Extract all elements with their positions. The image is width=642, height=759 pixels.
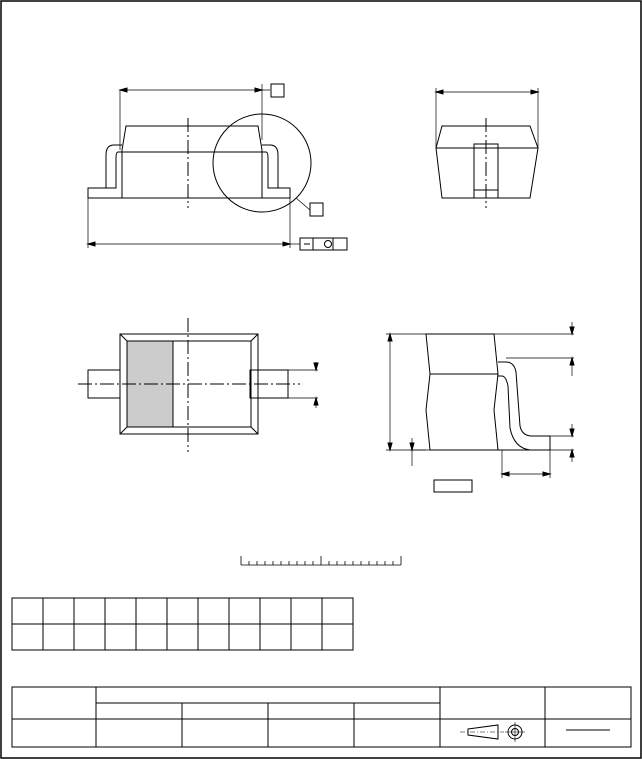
title-block-frame xyxy=(11,686,632,748)
feature-control-frame xyxy=(299,237,348,251)
datum-box-a xyxy=(270,83,285,98)
detail-view xyxy=(386,322,575,493)
first-angle-projection-icon xyxy=(460,722,525,742)
detail-circle xyxy=(212,113,312,213)
front-left-lead xyxy=(87,144,122,199)
datum-box-b xyxy=(309,202,324,217)
dimension-table xyxy=(11,597,354,651)
title-block xyxy=(11,686,632,748)
detail-lead xyxy=(498,361,551,451)
side-view xyxy=(434,88,540,208)
detail-body-outline xyxy=(425,333,499,451)
front-right-lead xyxy=(262,144,291,199)
scale-bar xyxy=(240,556,402,566)
detail-label-box xyxy=(433,479,473,493)
front-view xyxy=(86,83,348,251)
top-view xyxy=(78,318,319,452)
